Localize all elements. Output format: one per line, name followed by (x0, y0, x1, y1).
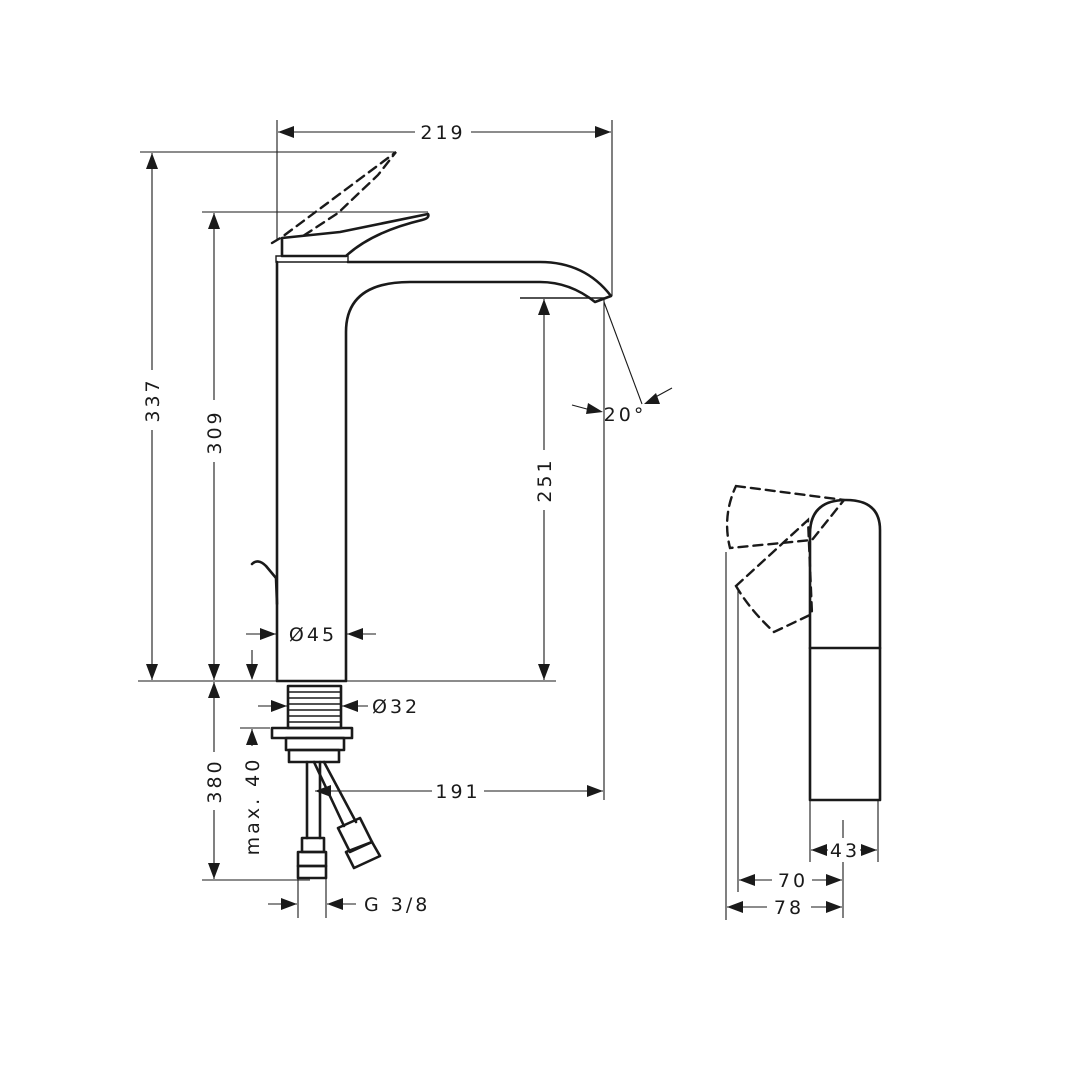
dim-251-label: 251 (534, 457, 556, 502)
dim-309-label: 309 (204, 409, 226, 454)
dim-depth-lever: 78 (727, 895, 842, 919)
popup-rod (250, 560, 279, 606)
dim-spout-reach: 191 (315, 779, 603, 803)
dim-380-label: 380 (204, 758, 226, 803)
dim-height-lever-raised: 337 (140, 151, 396, 680)
dim-219-label: 219 (420, 122, 465, 144)
dim-20deg-label: 20° (604, 404, 647, 426)
faucet-side-view (250, 151, 613, 880)
lever-raised-position-1 (725, 484, 847, 550)
dim-below-deck: 380 (202, 682, 310, 881)
dim-337-label: 337 (142, 377, 164, 422)
dim-78-label: 78 (774, 897, 804, 919)
dim-body-diameter: Ø45 (246, 624, 376, 646)
dim-g38-label: G 3/8 (364, 894, 430, 916)
fixing-nut (270, 726, 354, 740)
dim-d32-label: Ø32 (372, 696, 420, 718)
lever-raised-outline (270, 151, 397, 245)
lever-raised-position-2 (734, 517, 814, 634)
dim-d45-label: Ø45 (289, 624, 337, 646)
dim-connection: G 3/8 (268, 878, 430, 918)
dim-70-label: 70 (778, 870, 808, 892)
dim-height-lever: 309 (202, 211, 428, 680)
dim-total-width: 219 (276, 120, 613, 296)
dim-thread-diameter: Ø32 (258, 696, 420, 718)
dim-191-label: 191 (435, 781, 480, 803)
lever-outline (280, 212, 430, 258)
dim-depth-body: 70 (739, 868, 842, 892)
dim-spout-angle: 20° (571, 300, 673, 800)
dim-max-deck: max. 40 (240, 650, 270, 855)
dim-max40-label: max. 40 (242, 757, 264, 856)
dim-spout-height: 251 (532, 297, 556, 680)
lever-front-outline (808, 498, 882, 802)
dim-lever-width: 43 (811, 838, 877, 862)
supply-hoses (296, 760, 382, 880)
faucet-body-outline (275, 260, 613, 683)
lever-front-view (725, 484, 882, 802)
dim-43-label: 43 (830, 840, 860, 862)
